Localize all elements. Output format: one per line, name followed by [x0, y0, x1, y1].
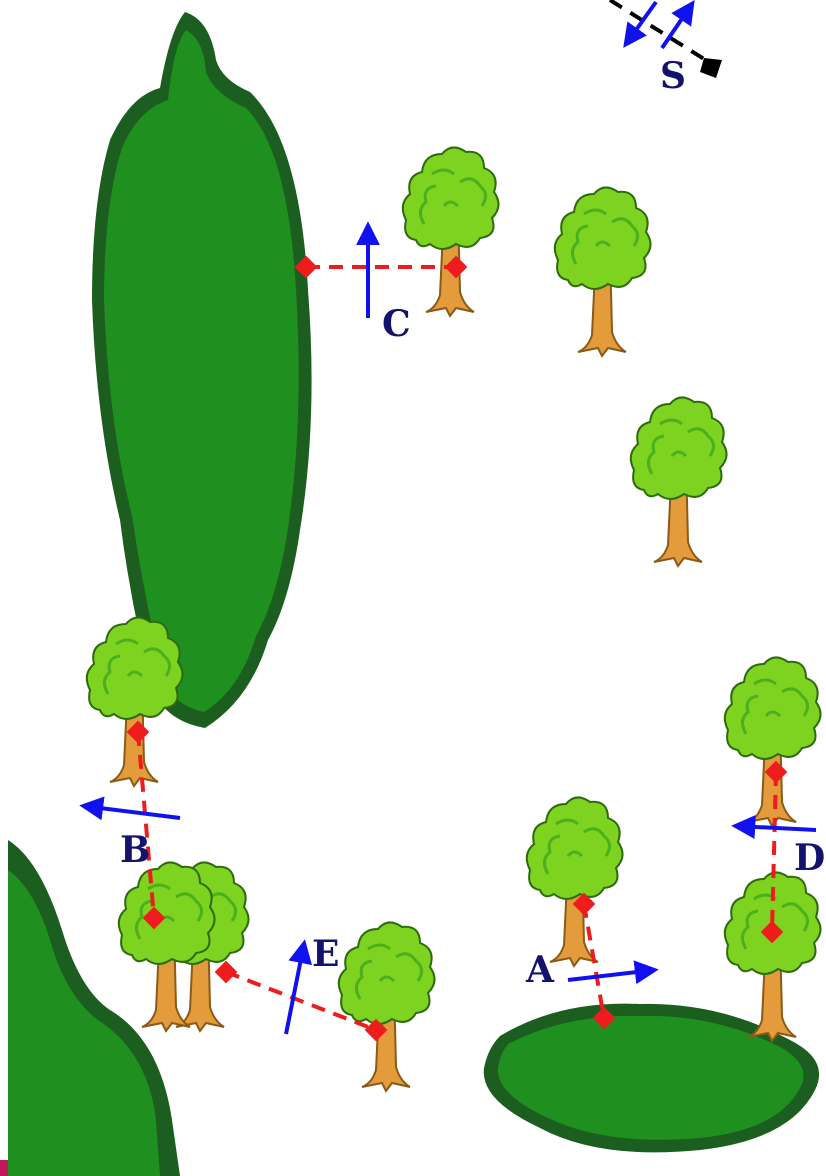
tree-icon	[723, 655, 823, 828]
start-marker: S	[608, 0, 722, 97]
leg-d: D	[731, 760, 825, 944]
label-d: D	[794, 837, 825, 879]
label-e: E	[312, 933, 339, 975]
tree-icon	[553, 185, 653, 358]
leg-a: A	[525, 892, 659, 1030]
tree-icon	[337, 920, 437, 1093]
tree-icon	[401, 145, 501, 318]
forest-bottom-right-inner	[497, 1015, 804, 1140]
label-c: C	[382, 303, 411, 345]
tree-icon	[629, 395, 729, 568]
tree-icon	[525, 795, 625, 968]
corner-marker	[0, 1160, 8, 1176]
forest-tall-inner	[104, 30, 299, 712]
forest-bottom-left-inner	[8, 870, 160, 1176]
leg-c: C	[294, 221, 468, 345]
label-b: B	[120, 829, 150, 871]
tree-icon	[85, 615, 185, 788]
label-a: A	[525, 949, 555, 991]
label-s: S	[660, 55, 686, 97]
